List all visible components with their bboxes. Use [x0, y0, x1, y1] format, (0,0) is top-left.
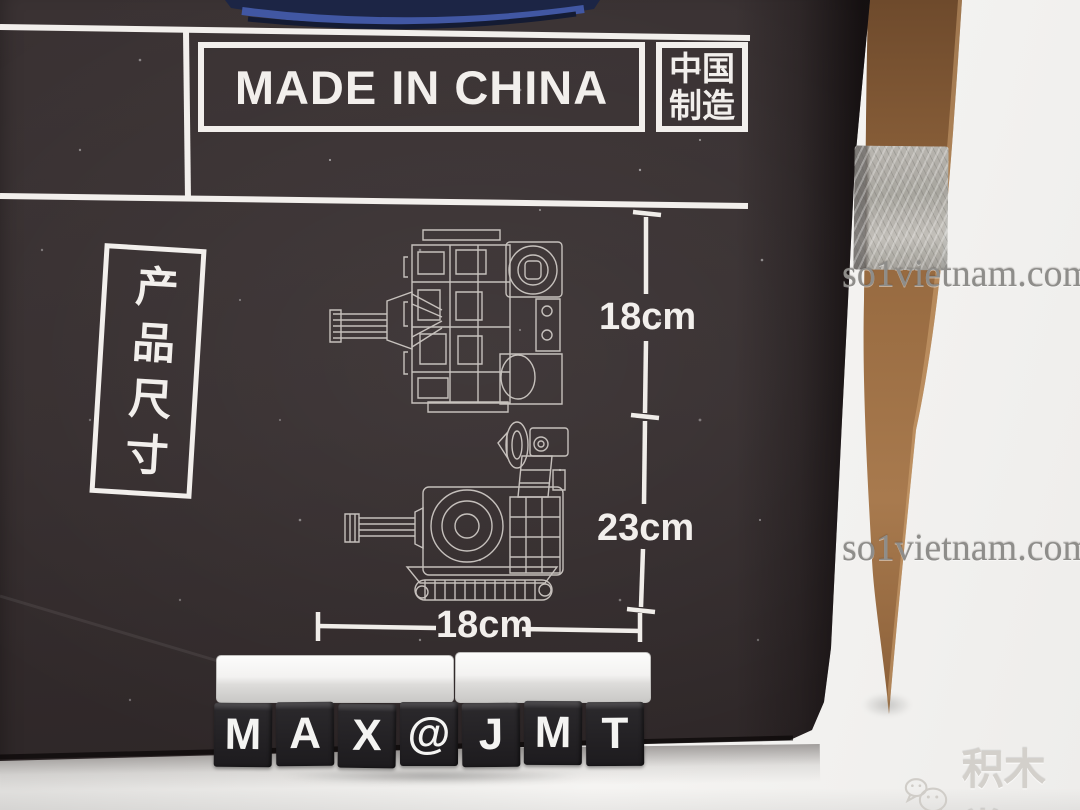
- studio-watermark-label: 积木堂: [961, 746, 1046, 810]
- letter-tile: J: [461, 702, 521, 768]
- tiles-shadow: [222, 766, 642, 786]
- cardboard-shadow: [852, 688, 922, 722]
- model-top-view-drawing: [310, 222, 610, 417]
- brand-logo-partial: [225, 0, 600, 30]
- china-made-line1: 中国: [669, 50, 735, 87]
- site-watermark: so1vietnam.com: [842, 527, 1080, 569]
- made-in-china-box: MADE IN CHINA: [198, 42, 645, 132]
- china-made-box: 中国 制造: [656, 42, 748, 132]
- wechat-bubbles-icon: [904, 778, 948, 810]
- studio-watermark: 积木堂: [903, 736, 1080, 810]
- letter-tiles: M A X @ J M T: [213, 700, 646, 770]
- product-size-panel: 产品尺寸: [89, 243, 207, 499]
- letter-tile: T: [585, 701, 645, 767]
- white-brick-left: [216, 655, 454, 703]
- china-made-line2: 制造: [669, 87, 735, 124]
- letter-tile: M: [213, 702, 273, 768]
- site-watermark: so1vietnam.com: [842, 253, 1080, 295]
- model-side-view-drawing: [330, 420, 630, 610]
- table-front-shade: [0, 788, 1080, 810]
- dimension-top-height: 18cm: [599, 296, 697, 338]
- letter-tile: M: [523, 700, 583, 766]
- dimension-side-height: 23cm: [597, 507, 695, 549]
- letter-tile: X: [337, 703, 397, 769]
- white-brick-right: [455, 652, 651, 703]
- letter-tile: A: [275, 701, 335, 767]
- made-in-china-label: MADE IN CHINA: [234, 60, 609, 114]
- dimension-side-width: 18cm: [436, 604, 534, 646]
- product-size-label: 产品尺寸: [116, 262, 179, 490]
- letter-tile: @: [400, 702, 458, 766]
